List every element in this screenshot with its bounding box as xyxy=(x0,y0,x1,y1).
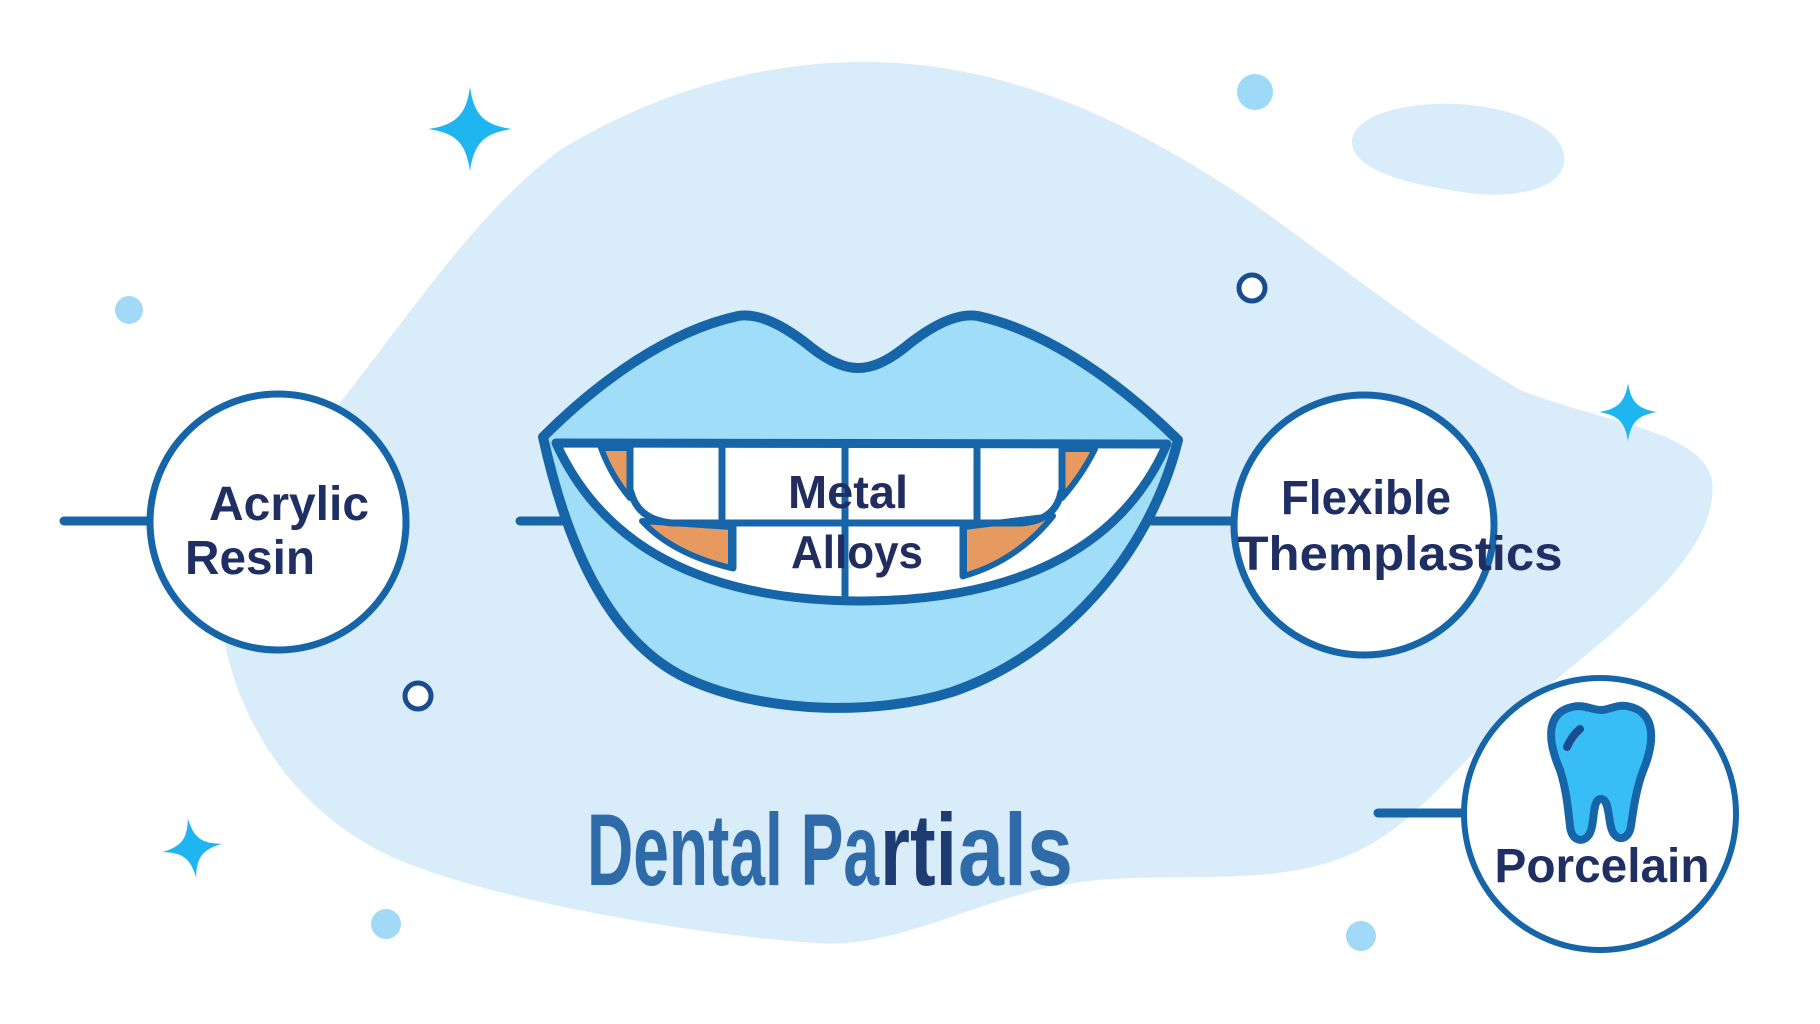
ring xyxy=(402,680,434,712)
sparkle-icon xyxy=(1599,383,1657,441)
node-circle xyxy=(1461,675,1739,953)
node-flexible-line2: Themplastics xyxy=(1238,528,1563,581)
swoosh-blob xyxy=(1351,103,1565,195)
dot xyxy=(115,296,143,324)
title-part1: Dental Pa xyxy=(587,793,880,907)
node-flexible-themplastics: Flexible Themplastics xyxy=(1230,391,1563,659)
sparkle-icon xyxy=(162,818,222,878)
node-circle xyxy=(146,390,410,654)
teeth-dividers xyxy=(626,443,1066,603)
title-part2: rti xyxy=(880,793,957,907)
node-circle xyxy=(1230,391,1498,659)
node-acrylic-line1: Acrylic xyxy=(209,478,369,531)
page-title: Dental Pa rti als xyxy=(587,793,1073,907)
node-porcelain-label: Porcelain xyxy=(1495,840,1710,893)
node-porcelain: Porcelain xyxy=(1461,675,1739,953)
node-flexible-line1: Flexible xyxy=(1281,472,1451,525)
title-part3: als xyxy=(958,793,1073,907)
node-acrylic-line2: Resin xyxy=(185,532,315,585)
node-acrylic-resin: Acrylic Resin xyxy=(146,390,410,654)
tooth-icon xyxy=(1547,701,1656,844)
mouth-illustration: Metal Alloys xyxy=(538,310,1183,713)
mouth-label-line1: Metal xyxy=(788,466,908,518)
mouth-label-line2: Alloys xyxy=(791,526,923,578)
dot xyxy=(1237,74,1273,110)
dot xyxy=(371,909,401,939)
sparkle-icon xyxy=(428,87,512,171)
ring xyxy=(1236,272,1268,304)
tooth-highlight xyxy=(1563,725,1584,751)
dot xyxy=(1346,921,1376,951)
